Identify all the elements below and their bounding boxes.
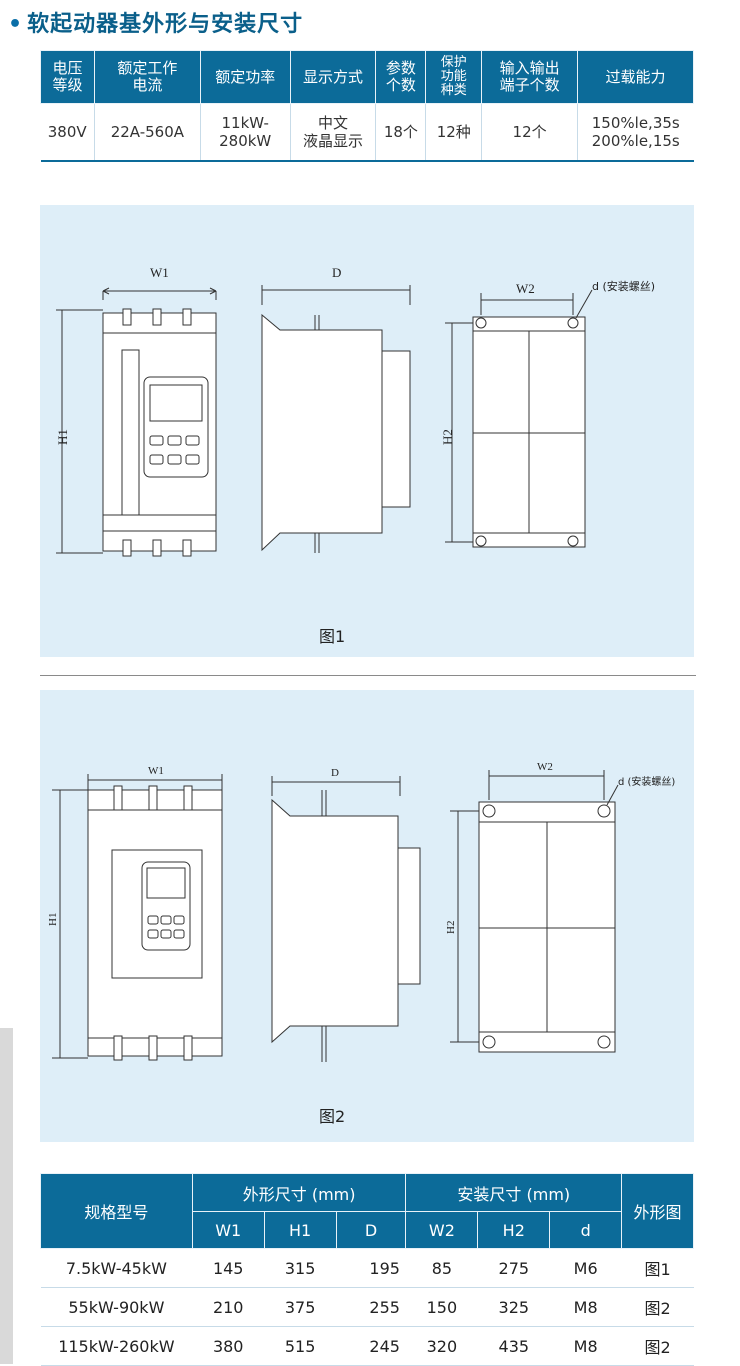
dim-cell-d: 195 xyxy=(336,1248,406,1288)
dim-header-model: 规格型号 xyxy=(40,1173,193,1249)
figure2-h2-label: H2 xyxy=(445,921,457,934)
figure1-w1-label: W1 xyxy=(150,265,169,280)
figure1-mount-view xyxy=(445,289,593,548)
dim-subheader-w2: W2 xyxy=(405,1211,479,1249)
dim-cell-w1: 145 xyxy=(192,1248,265,1288)
spec-header-display: 显示方式 xyxy=(289,50,377,104)
spec-cell-current: 22A-560A xyxy=(94,103,201,162)
figure2-drawing: W1 D W2 d (安装螺丝) H1 H2 xyxy=(47,761,675,1062)
table-row: 55kW-90kW 210 375 255 150 325 M8 图2 xyxy=(40,1287,694,1327)
figure2-screw-label: d (安装螺丝) xyxy=(618,775,675,788)
dim-cell-h1: 515 xyxy=(264,1326,337,1366)
figure1-caption: 图1 xyxy=(319,627,346,646)
dim-cell-screw: M8 xyxy=(549,1326,622,1366)
figure1-panel: W1 D W2 d (安装螺丝) H1 H2 图1 xyxy=(40,205,694,657)
dim-cell-h2: 275 xyxy=(477,1248,550,1288)
section-divider xyxy=(40,675,696,676)
dim-subheader-screw: d xyxy=(549,1211,623,1249)
page-title-text: 软起动器基外形与安装尺寸 xyxy=(27,12,304,37)
figure2-side-view xyxy=(271,776,421,1062)
figure2-h1-label: H1 xyxy=(47,913,59,926)
figure1-screw-label: d (安装螺丝) xyxy=(592,279,655,293)
spec-cell-params: 18个 xyxy=(375,103,427,162)
dim-cell-h1: 315 xyxy=(264,1248,337,1288)
dim-cell-d: 255 xyxy=(336,1287,406,1327)
dim-cell-h2: 325 xyxy=(477,1287,550,1327)
spec-header-row: 电压 等级 额定工作 电流 额定功率 显示方式 参数 个数 保护 功能 种类 输… xyxy=(40,50,695,104)
dimension-table: 规格型号 外形尺寸 (mm) 安装尺寸 (mm) 外形图 W1 H1 D W2 … xyxy=(40,1173,694,1366)
spec-cell-protection: 12种 xyxy=(425,103,483,162)
dim-cell-w1: 380 xyxy=(192,1326,265,1366)
figure1-side-view xyxy=(261,285,411,553)
dim-cell-d: 245 xyxy=(336,1326,406,1366)
dim-cell-w2: 85 xyxy=(405,1248,478,1288)
dim-cell-model: 115kW-260kW xyxy=(40,1326,193,1366)
figure1-d-label: D xyxy=(332,265,341,280)
spec-cell-overload: 150%le,35s 200%le,15s xyxy=(577,103,694,162)
dim-cell-screw: M6 xyxy=(549,1248,622,1288)
dim-cell-model: 7.5kW-45kW xyxy=(40,1248,193,1288)
figure2-mount-view xyxy=(450,770,619,1053)
spec-cell-io: 12个 xyxy=(481,103,578,162)
dim-cell-figure: 图2 xyxy=(621,1326,694,1366)
dim-cell-h2: 435 xyxy=(477,1326,550,1366)
dim-cell-figure: 图1 xyxy=(621,1248,694,1288)
table-row: 115kW-260kW 380 515 245 320 435 M8 图2 xyxy=(40,1326,694,1366)
dim-cell-w2: 150 xyxy=(405,1287,478,1327)
figure2-w2-label: W2 xyxy=(537,761,553,773)
dim-subheader-d: D xyxy=(335,1211,407,1249)
figure2-d-label: D xyxy=(331,767,339,779)
dim-cell-figure: 图2 xyxy=(621,1287,694,1327)
spec-table: 电压 等级 额定工作 电流 额定功率 显示方式 参数 个数 保护 功能 种类 输… xyxy=(40,50,695,162)
dim-header-figure: 外形图 xyxy=(621,1173,694,1249)
dim-cell-model: 55kW-90kW xyxy=(40,1287,193,1327)
figure1-h1-label: H1 xyxy=(55,429,70,445)
spec-header-io: 输入输出 端子个数 xyxy=(481,50,578,104)
dim-cell-screw: M8 xyxy=(549,1287,622,1327)
dim-subheader-w1: W1 xyxy=(191,1211,265,1249)
figure2-w1-label: W1 xyxy=(148,765,164,777)
spec-cell-display: 中文 液晶显示 xyxy=(290,103,377,162)
bullet-icon: • xyxy=(8,12,24,37)
spec-row: 380V 22A-560A 11kW- 280kW 中文 液晶显示 18个 12… xyxy=(40,103,694,162)
figure1-h2-label: H2 xyxy=(440,429,455,445)
spec-header-params: 参数 个数 xyxy=(375,50,427,104)
figure2-front-view xyxy=(52,774,223,1061)
page-title: •软起动器基外形与安装尺寸 xyxy=(8,6,303,38)
dim-cell-w2: 320 xyxy=(405,1326,478,1366)
figure1-front-view xyxy=(56,287,217,557)
dim-subheader-h1: H1 xyxy=(263,1211,337,1249)
side-strip xyxy=(0,1028,13,1364)
spec-header-protection: 保护 功能 种类 xyxy=(425,50,483,104)
spec-header-power: 额定功率 xyxy=(199,50,291,104)
figure1-w2-label: W2 xyxy=(516,281,535,296)
dim-cell-w1: 210 xyxy=(192,1287,265,1327)
figure2-panel: W1 D W2 d (安装螺丝) H1 H2 图2 xyxy=(40,690,694,1142)
spec-header-overload: 过载能力 xyxy=(576,50,695,104)
table-row: 7.5kW-45kW 145 315 195 85 275 M6 图1 xyxy=(40,1248,694,1288)
dim-subheader-h2: H2 xyxy=(477,1211,551,1249)
dim-cell-h1: 375 xyxy=(264,1287,337,1327)
dim-header-outer: 外形尺寸 (mm) xyxy=(191,1173,407,1212)
dim-header-mount: 安装尺寸 (mm) xyxy=(405,1173,623,1212)
spec-cell-voltage: 380V xyxy=(40,103,95,162)
spec-cell-power: 11kW- 280kW xyxy=(200,103,291,162)
dim-header-row-2: W1 H1 D W2 H2 d xyxy=(41,1211,694,1249)
figure1-drawing: W1 D W2 d (安装螺丝) H1 H2 xyxy=(55,265,655,557)
spec-header-voltage: 电压 等级 xyxy=(40,50,95,104)
figure2-caption: 图2 xyxy=(319,1107,346,1126)
spec-header-current: 额定工作 电流 xyxy=(93,50,201,104)
dim-header-row-1: 规格型号 外形尺寸 (mm) 安装尺寸 (mm) 外形图 xyxy=(40,1173,694,1249)
